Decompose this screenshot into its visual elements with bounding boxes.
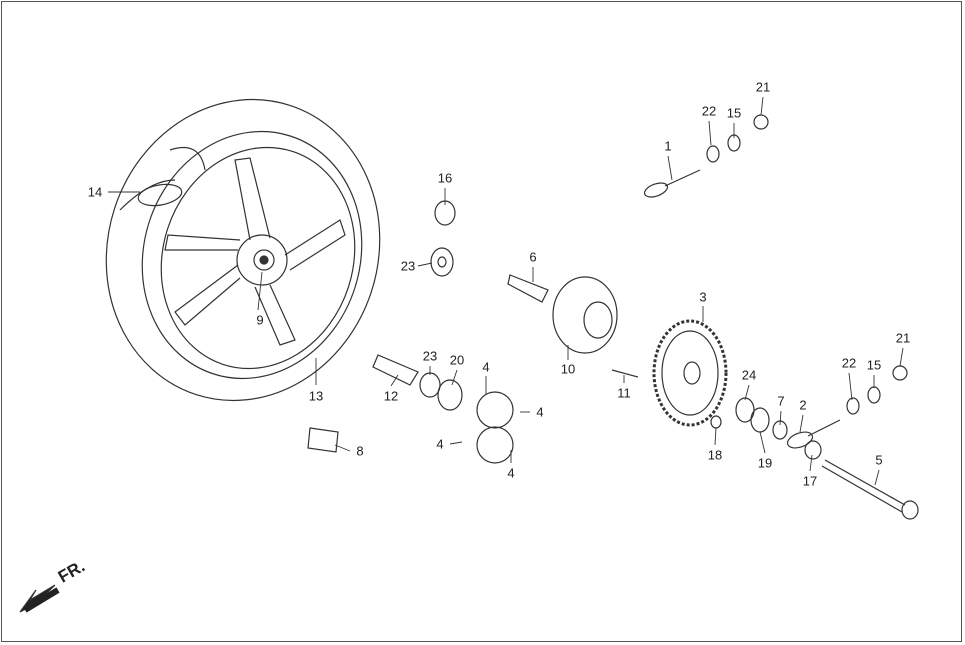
inner-tube [137,146,206,207]
callout-18: 18 [707,447,723,463]
callout-21: 21 [895,330,911,346]
callout-17: 17 [802,473,818,489]
callout-3: 3 [699,289,707,305]
washer-22a [706,145,720,163]
callout-10: 10 [560,361,576,377]
callout-9: 9 [256,312,264,328]
adjuster-1 [643,169,701,198]
collar-8 [307,427,339,453]
callout-6: 6 [529,249,537,265]
callout-23: 23 [400,258,416,274]
callout-13: 13 [308,388,324,404]
callout-20: 20 [449,352,465,368]
nut-15a [727,134,741,152]
callout-23: 23 [422,348,438,364]
nut-16 [434,200,456,226]
spacer-6 [507,274,549,303]
adjuster-2 [786,419,841,449]
callout-12: 12 [383,388,399,404]
callout-21: 21 [755,79,771,95]
nut-18 [710,415,722,429]
callout-14: 14 [87,184,103,200]
washer-22b [846,397,860,415]
nut-21b [892,365,908,381]
leader-lines [108,96,904,486]
damper-rubbers-4 [476,391,514,464]
callout-22: 22 [701,103,717,119]
callout-1: 1 [664,138,672,154]
callout-4: 4 [536,404,544,420]
callout-2: 2 [799,397,807,413]
callout-8: 8 [356,443,364,459]
callout-16: 16 [437,170,453,186]
callout-24: 24 [741,367,757,383]
seal-19 [750,407,770,433]
callout-4: 4 [436,436,444,452]
callout-22: 22 [841,355,857,371]
collar-7 [772,420,788,440]
callout-15: 15 [726,105,742,121]
callout-15: 15 [866,357,882,373]
nut-15b [867,386,881,404]
bearing-23b [419,372,441,398]
callout-11: 11 [617,385,631,401]
front-direction-arrow-icon [19,584,60,613]
callout-5: 5 [875,452,883,468]
axle-5 [821,459,919,520]
rear-wheel-tire [105,98,381,402]
bearing-23a [430,247,454,277]
collar-12 [372,354,419,386]
sprocket-hub-10 [552,276,618,354]
callout-19: 19 [757,455,773,471]
nut-21a [753,114,769,130]
callout-4: 4 [482,359,490,375]
stud-11 [611,369,639,378]
oring-20 [437,379,463,411]
sprocket-3 [652,319,728,427]
bearing-24 [735,397,755,423]
callout-4: 4 [507,465,515,481]
callout-7: 7 [777,393,785,409]
nut-17 [804,440,822,460]
